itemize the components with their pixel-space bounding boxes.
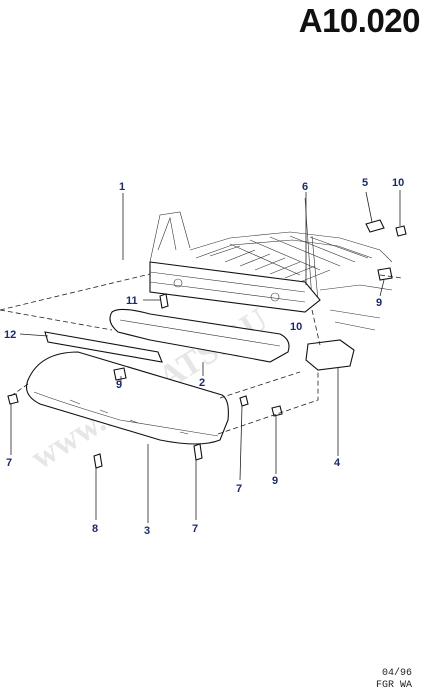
callout-labels: 1 6 5 10 9 11 10 12 9 2 7 4 9 7 8 3 7 bbox=[4, 177, 404, 537]
callout-12: 12 bbox=[4, 329, 16, 341]
fastener-parts bbox=[7, 219, 407, 469]
bumper-reinforcement bbox=[149, 261, 321, 313]
callout-4: 4 bbox=[334, 457, 341, 469]
bumper-side-bracket bbox=[305, 339, 355, 371]
callout-5: 5 bbox=[362, 177, 368, 189]
bumper-cover bbox=[25, 351, 229, 445]
callout-9: 9 bbox=[376, 297, 382, 309]
footer-code: FGR WA bbox=[375, 680, 412, 691]
callout-10b: 10 bbox=[290, 321, 302, 333]
callout-3: 3 bbox=[144, 525, 150, 537]
leader-lines bbox=[10, 190, 401, 523]
dashed-alignment-lines bbox=[0, 273, 403, 435]
callout-9c: 9 bbox=[272, 475, 278, 487]
callout-7b: 7 bbox=[236, 483, 242, 495]
callout-9b: 9 bbox=[116, 379, 122, 391]
callout-11: 11 bbox=[126, 295, 138, 307]
bumper-absorber bbox=[109, 308, 290, 363]
diagram-footer: 04/96 FGR WA bbox=[376, 668, 412, 692]
vehicle-rear-structure bbox=[149, 197, 393, 331]
callout-2: 2 bbox=[199, 377, 205, 389]
bumper-trim-strip bbox=[44, 331, 163, 363]
page-title: A10.020 bbox=[298, 2, 421, 39]
callout-10: 10 bbox=[392, 177, 404, 189]
callout-1: 1 bbox=[119, 181, 125, 193]
callout-8: 8 bbox=[92, 523, 98, 535]
callout-6: 6 bbox=[302, 181, 308, 193]
footer-date: 04/96 bbox=[381, 668, 412, 679]
callout-7a: 7 bbox=[6, 457, 12, 469]
callout-7c: 7 bbox=[192, 523, 198, 535]
